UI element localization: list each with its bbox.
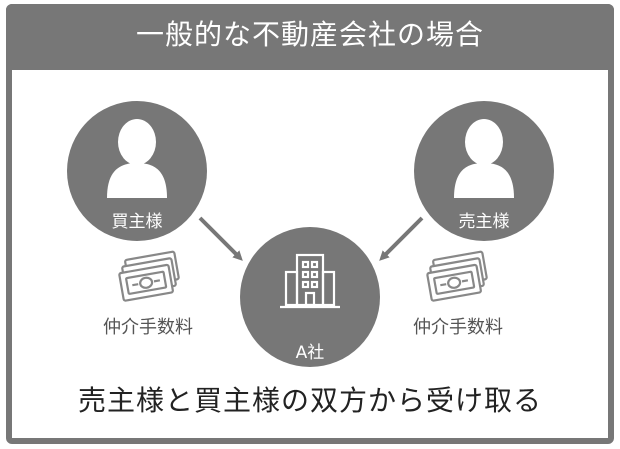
company-node: [240, 227, 380, 367]
buyer-to-company-arrow: [198, 216, 243, 261]
person-icon: [454, 119, 514, 198]
company-label: A社: [295, 343, 325, 363]
money-icon: [118, 250, 180, 302]
seller-label: 売主様: [458, 212, 510, 232]
right-fee-label: 仲介手数料: [413, 317, 503, 338]
person-icon: [107, 119, 167, 198]
building-icon: [280, 253, 340, 309]
buyer-node: [67, 101, 207, 241]
seller-node: [414, 101, 554, 241]
header-bar: 一般的な不動産会社の場合: [6, 4, 614, 70]
left-fee-label: 仲介手数料: [103, 317, 193, 338]
buyer-label: 買主様: [111, 212, 163, 232]
page-title: 一般的な不動産会社の場合: [135, 18, 484, 51]
seller-to-company-arrow: [379, 216, 424, 261]
money-icon: [426, 250, 488, 302]
summary-text: 売主様と買主様の双方から受け取る: [77, 384, 542, 417]
